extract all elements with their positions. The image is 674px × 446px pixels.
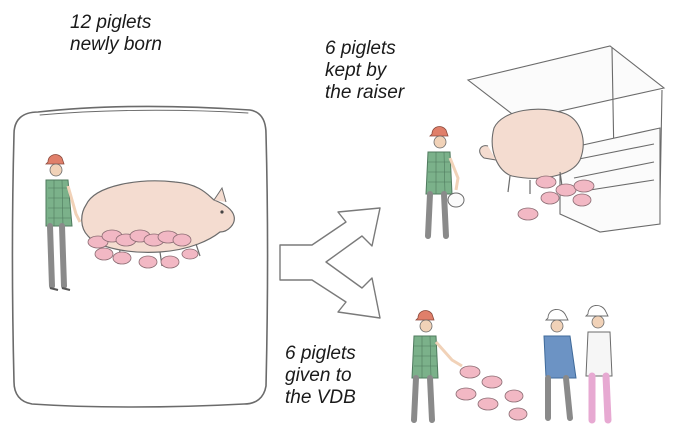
farmer-figure xyxy=(46,155,80,290)
raiser-figure xyxy=(426,127,464,236)
giver-figure xyxy=(412,311,462,420)
vdb-member-left xyxy=(544,309,576,418)
vdb-member-right xyxy=(586,305,612,420)
split-arrow xyxy=(280,208,380,318)
piglets-given xyxy=(456,366,527,420)
